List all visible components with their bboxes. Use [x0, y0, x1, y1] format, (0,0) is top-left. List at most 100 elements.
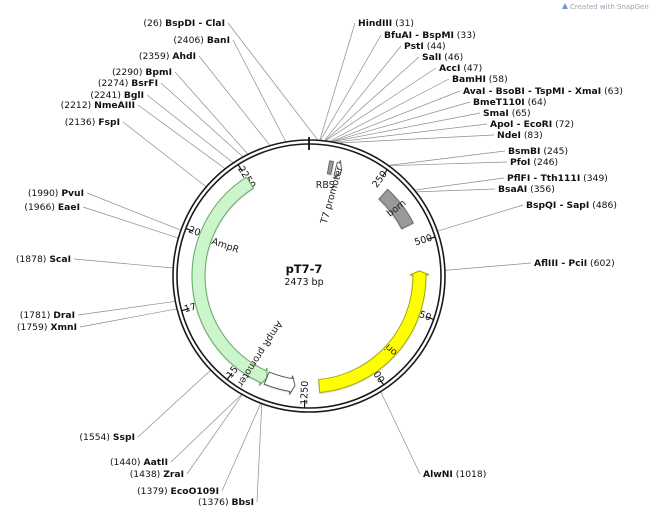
site-label-bsaai[interactable]: BsaAI (356)	[498, 184, 555, 195]
site-position: (83)	[521, 130, 543, 141]
feature-ori[interactable]	[318, 270, 430, 393]
site-position: (1440)	[110, 457, 143, 468]
site-label-ahdi[interactable]: (2359) AhdI	[139, 51, 196, 62]
site-leader-line	[174, 71, 249, 155]
site-label-sali[interactable]: SalI (46)	[422, 52, 463, 63]
tick-label: 1250	[299, 381, 311, 406]
site-label-acci[interactable]: AccI (47)	[439, 63, 482, 74]
site-name: BsmBI	[508, 146, 540, 157]
feature-bom[interactable]	[378, 188, 414, 230]
site-leader-line	[325, 67, 437, 142]
site-label-bsmbi[interactable]: BsmBI (245)	[508, 146, 568, 157]
site-name: BspDI - ClaI	[165, 18, 225, 29]
site-label-ndei[interactable]: NdeI (83)	[497, 130, 543, 141]
site-position: (26)	[143, 18, 165, 29]
site-name: ApoI - EcoRI	[490, 119, 552, 130]
site-label-avai-bsobi-tspmi-xmai[interactable]: AvaI - BsoBI - TspMI - XmaI (63)	[463, 86, 623, 97]
site-name: PflFI - Tth111I	[507, 173, 580, 184]
site-leader-line	[137, 369, 212, 438]
site-label-apoi-ecori[interactable]: ApoI - EcoRI (72)	[490, 119, 574, 130]
site-label-bamhi[interactable]: BamHI (58)	[452, 74, 508, 85]
site-label-bani[interactable]: (2406) BanI	[173, 35, 230, 46]
site-label-pvui[interactable]: (1990) PvuI	[28, 188, 84, 199]
site-leader-line	[198, 55, 271, 146]
site-position: (58)	[486, 74, 508, 85]
tick-mark	[425, 316, 434, 320]
site-position: (64)	[525, 97, 547, 108]
site-name: AhdI	[172, 51, 196, 62]
site-label-fspi[interactable]: (2136) FspI	[65, 117, 120, 128]
site-name: BmeT110I	[473, 97, 525, 108]
site-label-bpmi[interactable]: (2290) BpmI	[112, 67, 172, 78]
site-label-pflfi-tth111i[interactable]: PflFI - Tth111I (349)	[507, 173, 608, 184]
site-leader-line	[86, 192, 182, 231]
plasmid-length: 2473 bp	[284, 277, 323, 288]
site-label-bgli[interactable]: (2241) BglI	[90, 90, 144, 101]
site-label-zrai[interactable]: (1438) ZraI	[130, 469, 184, 480]
site-label-bspqi-sapi[interactable]: BspQI - SapI (486)	[526, 200, 617, 211]
tick-label: 250	[370, 169, 390, 190]
site-name: AvaI - BsoBI - TspMI - XmaI	[463, 86, 601, 97]
site-name: DraI	[53, 310, 75, 321]
site-leader-line	[388, 150, 506, 166]
site-label-aatii[interactable]: (1440) AatII	[110, 457, 168, 468]
site-label-smai[interactable]: SmaI (65)	[483, 108, 531, 119]
site-position: (2136)	[65, 117, 98, 128]
site-name: EaeI	[58, 202, 80, 213]
site-leader-line	[82, 206, 179, 239]
site-position: (65)	[509, 108, 531, 119]
site-label-psti[interactable]: PstI (44)	[404, 41, 446, 52]
site-name: PfoI	[510, 157, 530, 168]
site-name: FspI	[98, 117, 120, 128]
site-label-drai[interactable]: (1781) DraI	[20, 310, 75, 321]
feature-rbs[interactable]	[326, 160, 335, 175]
site-leader-line	[256, 403, 263, 503]
site-position: (356)	[527, 184, 555, 195]
site-position: (72)	[552, 119, 574, 130]
site-name: BpmI	[145, 67, 172, 78]
site-position: (33)	[454, 30, 476, 41]
site-label-bspdi-clai[interactable]: (26) BspDI - ClaI	[143, 18, 225, 29]
site-leader-line	[146, 94, 234, 164]
feature-label-ampr: AmpR	[210, 236, 241, 256]
site-name: EcoO109I	[171, 486, 219, 497]
site-position: (602)	[587, 258, 615, 269]
site-label-xmni[interactable]: (1759) XmnI	[17, 322, 77, 333]
feature-ampr-promoter[interactable]	[263, 371, 296, 395]
site-label-scai[interactable]: (1878) ScaI	[16, 254, 71, 265]
site-label-ecoo109i[interactable]: (1379) EcoO109I	[137, 486, 219, 497]
tick-mark	[382, 169, 388, 177]
site-label-bfuai-bspmi[interactable]: BfuAI - BspMI (33)	[384, 30, 476, 41]
feature-t7-promoter[interactable]	[333, 160, 343, 179]
site-label-sspi[interactable]: (1554) SspI	[79, 432, 135, 443]
site-label-bsrfi[interactable]: (2274) BsrFI	[98, 78, 158, 89]
site-name: BsaAI	[498, 184, 527, 195]
site-label-bmet110i[interactable]: BmeT110I (64)	[473, 97, 546, 108]
site-leader-line	[388, 161, 508, 167]
backbone-outer	[172, 139, 446, 413]
site-leader-line	[380, 391, 421, 475]
site-position: (47)	[460, 63, 482, 74]
site-label-alwni[interactable]: AlwNI (1018)	[423, 469, 486, 480]
site-leader-line	[137, 104, 226, 170]
site-label-afliii-pcii[interactable]: AflIII - PciI (602)	[534, 258, 615, 269]
site-position: (2359)	[139, 51, 172, 62]
site-position: (2274)	[98, 78, 131, 89]
site-position: (246)	[530, 157, 558, 168]
branding-text: Created with SnapGene®	[570, 3, 649, 11]
site-label-eaei[interactable]: (1966) EaeI	[24, 202, 80, 213]
feature-label-t7-promoter: T7 promoter	[319, 165, 346, 226]
site-label-bbsi[interactable]: (1376) BbsI	[198, 497, 254, 508]
site-name: BspQI - SapI	[526, 200, 589, 211]
site-label-nmeaiii[interactable]: (2212) NmeAIII	[61, 100, 135, 111]
tick-mark	[237, 164, 243, 172]
site-name: BglI	[124, 90, 144, 101]
tick-mark	[427, 236, 436, 240]
site-name: HindIII	[358, 18, 392, 29]
site-position: (1438)	[130, 469, 163, 480]
site-label-hindiii[interactable]: HindIII (31)	[358, 18, 414, 29]
site-name: AatII	[143, 457, 168, 468]
site-leader-line	[328, 78, 450, 142]
site-label-pfoi[interactable]: PfoI (246)	[510, 157, 558, 168]
